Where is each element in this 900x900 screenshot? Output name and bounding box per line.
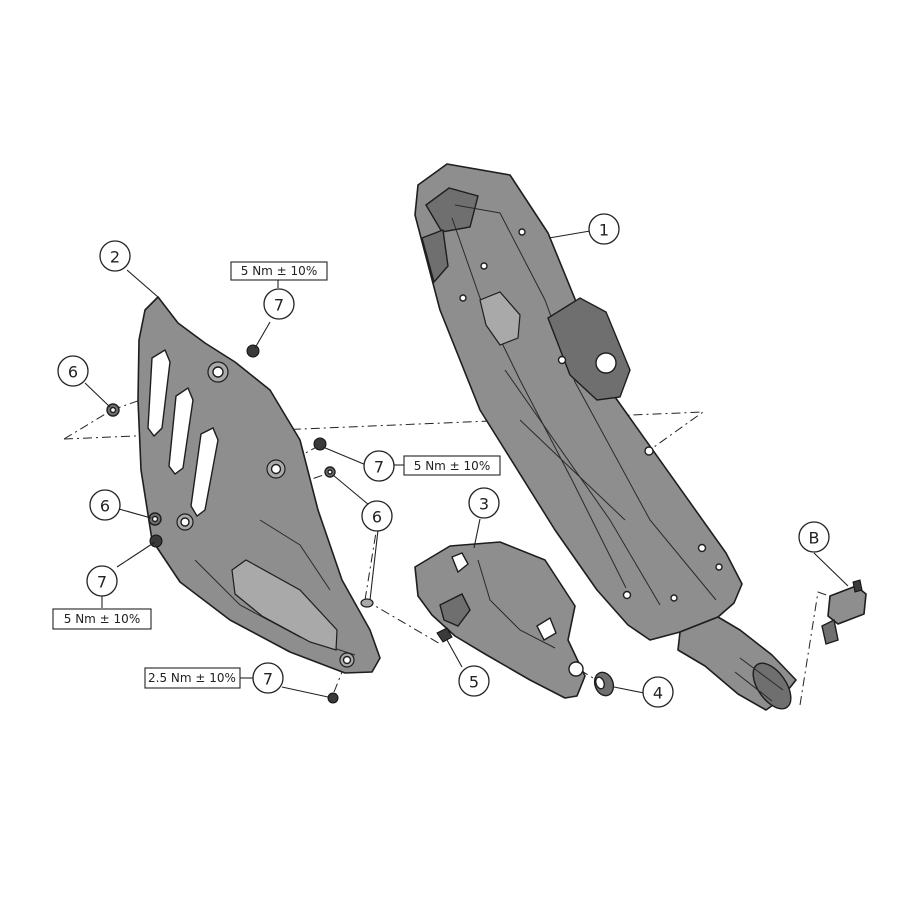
plug-part-b (821, 579, 867, 645)
leader-lines (84, 230, 849, 698)
torque-label-bottom: 2.5 Nm ± 10% (144, 667, 241, 689)
torque-label-top: 5 Nm ± 10% (230, 261, 328, 281)
torque-text-mid: 5 Nm ± 10% (414, 459, 490, 473)
grommet-part-4 (593, 671, 615, 697)
callout-b: B (798, 521, 830, 553)
callout-7d: 7 (252, 662, 284, 694)
callout-6c: 6 (361, 500, 393, 532)
silencer-part-1 (414, 163, 797, 711)
callout-7b: 7 (363, 450, 395, 482)
screw-7b (313, 437, 327, 451)
callout-4-label: 4 (653, 684, 663, 703)
clip-part-5 (436, 627, 453, 643)
callout-4: 4 (642, 676, 674, 708)
callout-7a: 7 (263, 288, 295, 320)
callout-2-label: 2 (110, 248, 120, 267)
heat-shield-part-2 (137, 296, 381, 674)
callout-3-label: 3 (479, 495, 489, 514)
torque-label-left: 5 Nm ± 10% (52, 608, 152, 630)
callout-1-label: 1 (599, 221, 609, 240)
callout-5: 5 (458, 665, 490, 697)
screw-7d (327, 692, 339, 704)
callout-1: 1 (588, 213, 620, 245)
callout-5-label: 5 (469, 673, 479, 692)
callout-7d-label: 7 (263, 670, 273, 689)
callout-6b-label: 6 (100, 497, 110, 516)
callout-6b: 6 (89, 489, 121, 521)
callout-3: 3 (468, 487, 500, 519)
callout-7a-label: 7 (274, 296, 284, 315)
callout-6c-label: 6 (372, 508, 382, 527)
callout-b-label: B (809, 529, 820, 548)
washer-6d (360, 598, 374, 608)
callout-7b-label: 7 (374, 458, 384, 477)
torque-label-mid: 5 Nm ± 10% (403, 455, 501, 476)
callout-2: 2 (99, 240, 131, 272)
bracket-part-3 (414, 541, 586, 699)
screw-7a (246, 344, 260, 358)
torque-text-left: 5 Nm ± 10% (64, 612, 140, 626)
callout-7c: 7 (86, 565, 118, 597)
callout-7c-label: 7 (97, 573, 107, 592)
torque-text-top: 5 Nm ± 10% (241, 264, 317, 278)
torque-text-bottom: 2.5 Nm ± 10% (148, 671, 236, 685)
callout-6a-label: 6 (68, 363, 78, 382)
screw-7c (149, 534, 163, 548)
callout-6a: 6 (57, 355, 89, 387)
fasteners (106, 344, 374, 704)
